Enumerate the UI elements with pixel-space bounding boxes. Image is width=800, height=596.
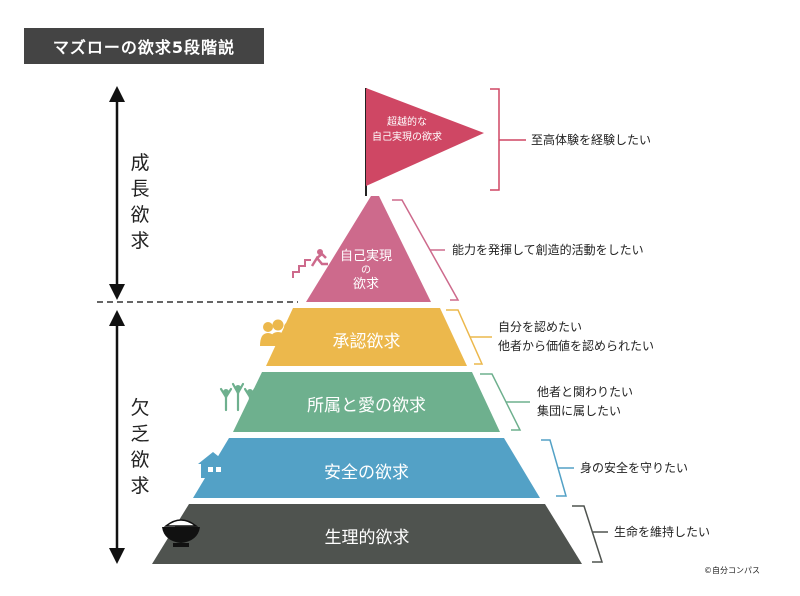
- layer-self-actualization-label: 自己実現 の 欲求: [326, 249, 406, 293]
- cheering-people-icon: [219, 382, 257, 412]
- growth-arrow: [109, 86, 125, 300]
- desc-esteem-line1: 自分を認めたい: [498, 320, 583, 334]
- flag-label: 超越的な 自己実現の欲求: [366, 115, 448, 145]
- deficiency-needs-label: 欠乏欲求: [130, 397, 150, 497]
- growth-needs-label: 成長欲求: [130, 152, 150, 252]
- house-icon: [198, 452, 228, 478]
- layer-self-actualization-line2: の: [361, 265, 371, 276]
- layer-belonging: [233, 372, 500, 432]
- layer-belonging-label: 所属と愛の欲求: [307, 396, 426, 416]
- desc-esteem-line2: 他者から価値を認められたい: [498, 339, 655, 353]
- diagram-title: マズローの欲求5段階説: [24, 28, 264, 64]
- layer-physiological: [152, 504, 582, 564]
- layer-physiological-label: 生理的欲求: [324, 528, 410, 548]
- rice-bowl-icon: [162, 519, 200, 547]
- desc-belonging-line2: 集団に属したい: [537, 404, 622, 418]
- layer-self-actualization: [306, 196, 431, 302]
- stairs-runner-icon: [292, 249, 328, 278]
- layer-esteem-label: 承認欲求: [332, 332, 401, 352]
- flag-label-line1: 超越的な: [387, 117, 427, 128]
- bracket-physiological: [572, 505, 604, 563]
- desc-esteem: 自分を認めたい 他者から価値を認められたい: [498, 318, 654, 356]
- people-group-icon: [260, 319, 297, 346]
- layer-safety: [193, 438, 540, 498]
- deficiency-arrow: [109, 310, 125, 564]
- desc-transcend: 至高体験を経験したい: [531, 133, 652, 147]
- flag-label-line2: 自己実現の欲求: [372, 132, 442, 143]
- desc-self-actualization: 能力を発揮して創造的活動をしたい: [452, 243, 644, 257]
- copyright: ©自分コンパス: [704, 566, 760, 575]
- desc-safety: 身の安全を守りたい: [580, 461, 689, 475]
- layer-self-actualization-line3: 欲求: [352, 277, 379, 292]
- desc-physiological: 生命を維持したい: [614, 525, 711, 539]
- layer-safety-label: 安全の欲求: [324, 463, 409, 483]
- layer-self-actualization-line1: 自己実現: [339, 249, 392, 264]
- layer-esteem: [266, 308, 467, 366]
- desc-belonging: 他者と関わりたい 集団に属したい: [537, 383, 633, 421]
- desc-belonging-line1: 他者と関わりたい: [537, 385, 634, 399]
- bracket-transcend: [490, 88, 500, 191]
- flag: [366, 88, 484, 186]
